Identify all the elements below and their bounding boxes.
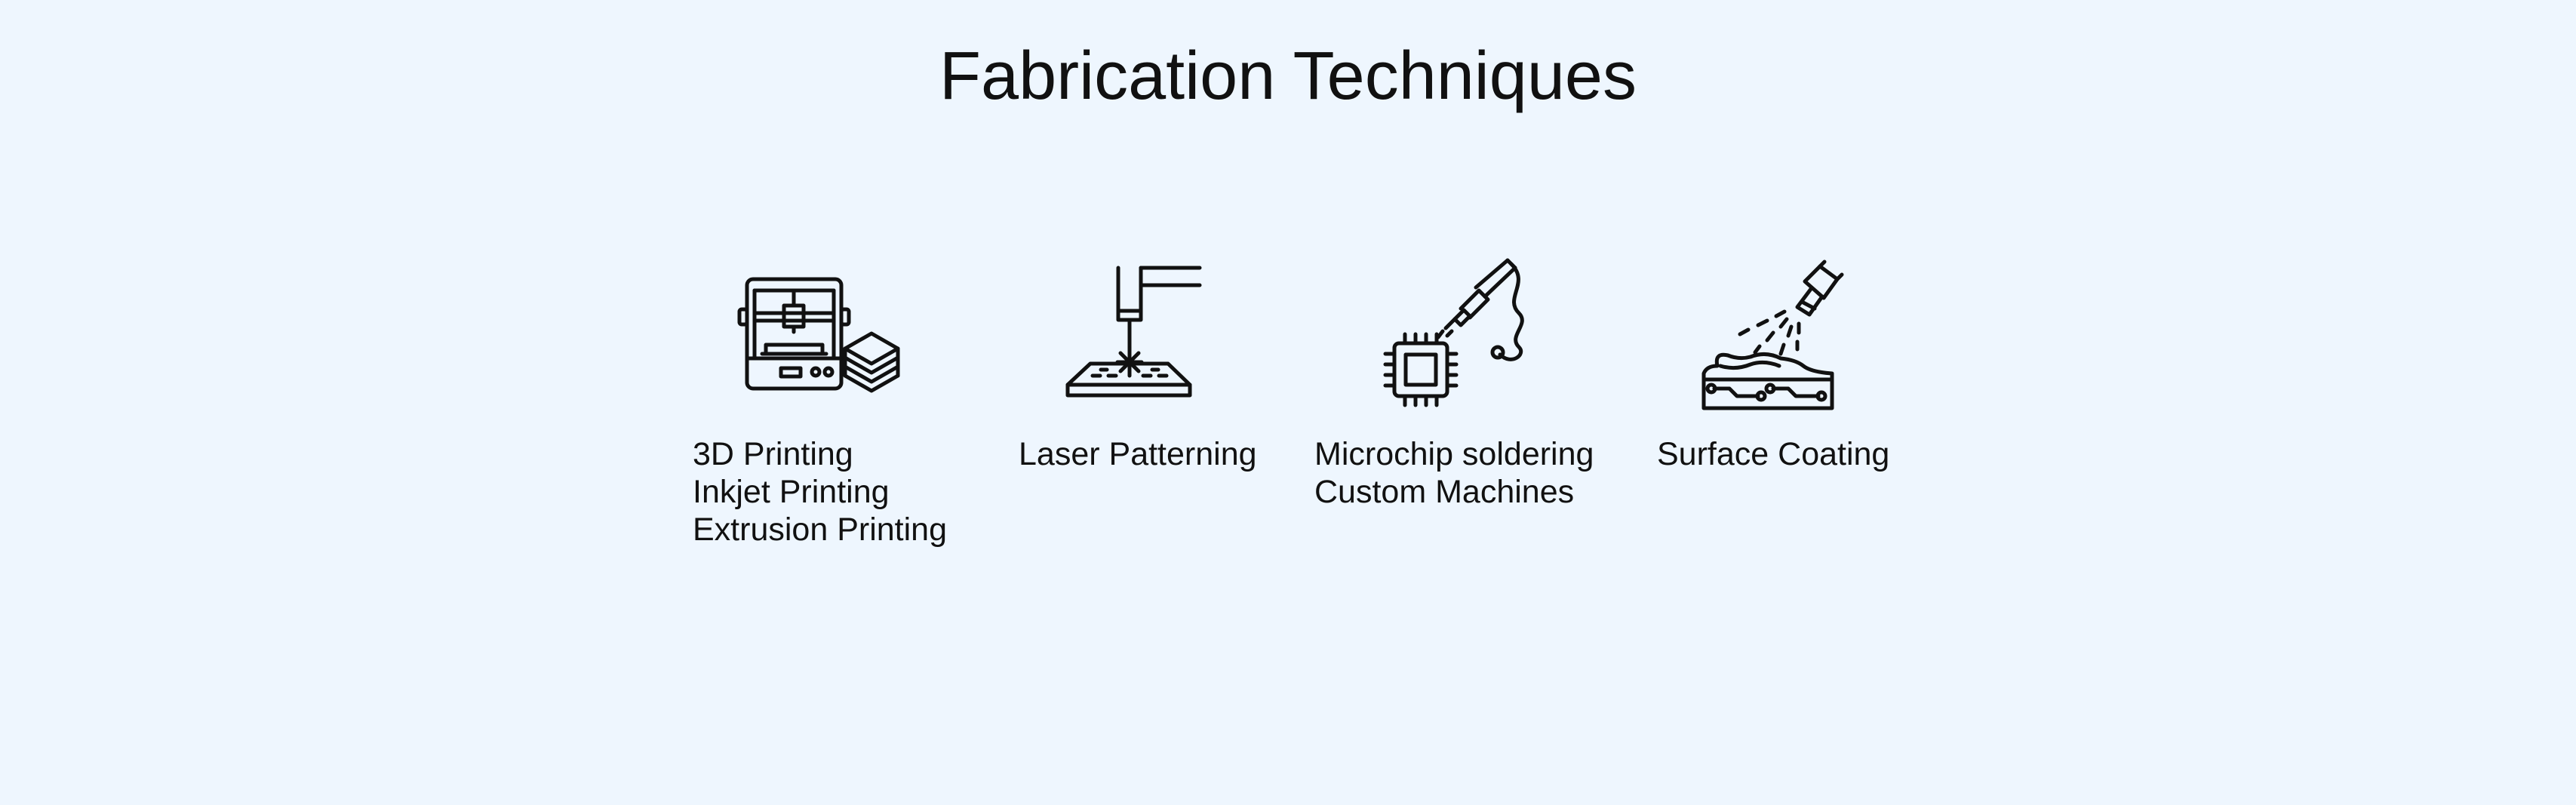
spray-coating-icon	[1698, 260, 1849, 411]
laser-cutter-icon	[1060, 264, 1203, 407]
caption-line: Extrusion Printing	[693, 512, 947, 548]
caption-line: Inkjet Printing	[693, 474, 890, 510]
caption-line: Surface Coating	[1657, 436, 1890, 472]
3d-printer-icon	[732, 272, 905, 400]
caption-line: Microchip soldering	[1314, 436, 1594, 472]
caption-laser-patterning: Laser Patterning	[1019, 435, 1257, 473]
caption-microchip-soldering: Microchip soldering Custom Machines	[1314, 435, 1594, 511]
soldering-iron-chip-icon	[1379, 253, 1530, 419]
caption-3d-printing: 3D Printing Inkjet Printing Extrusion Pr…	[693, 435, 947, 548]
caption-line: 3D Printing	[693, 436, 853, 472]
page-title: Fabrication Techniques	[939, 38, 1637, 114]
caption-line: Custom Machines	[1314, 474, 1575, 510]
caption-surface-coating: Surface Coating	[1657, 435, 1889, 473]
caption-line: Laser Patterning	[1019, 436, 1257, 472]
